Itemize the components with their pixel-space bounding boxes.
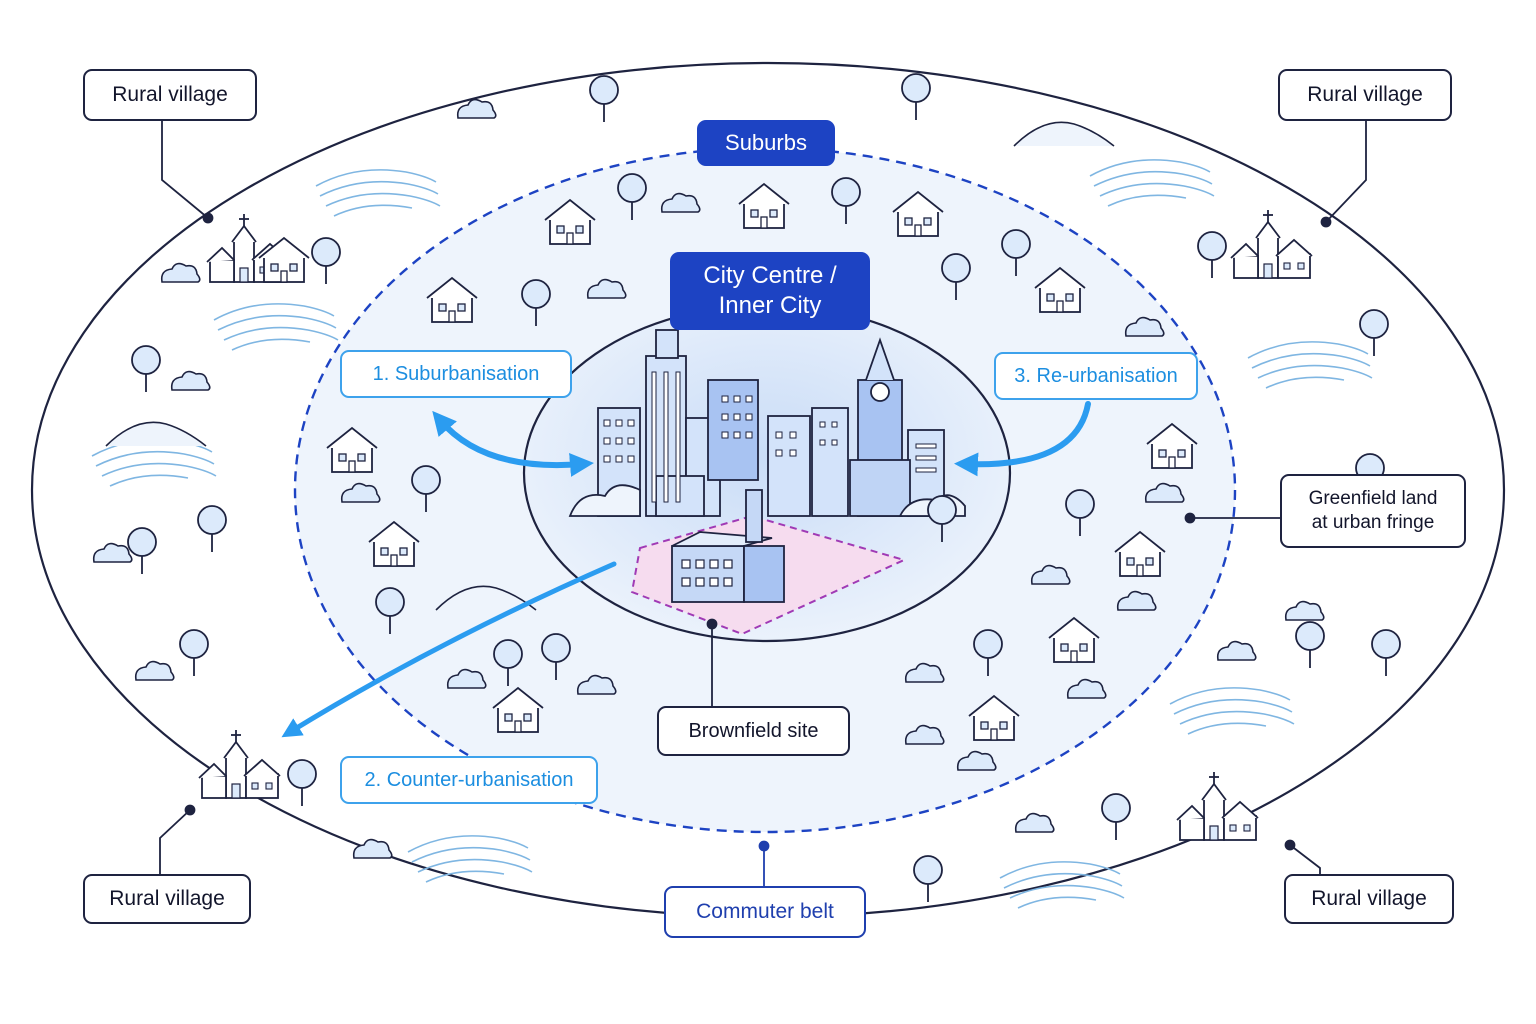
counter-urbanisation-arrow [281,561,617,738]
suburbanisation-label: 1. Suburbanisation [340,350,572,398]
label-text: Rural village [109,887,225,910]
counter-urbanisation-label: 2. Counter-urbanisation [340,756,598,804]
suburbs-label: Suburbs [697,120,835,166]
label-text: Rural village [1307,83,1423,106]
greenfield-land-label: Greenfield land at urban fringe [1280,474,1466,548]
leader-line [1325,120,1367,223]
label-text: 1. Suburbanisation [372,362,540,385]
brownfield-site-label: Brownfield site [657,706,850,756]
label-text-line-1: Greenfield land [1308,488,1438,510]
label-text: Rural village [1311,887,1427,910]
leader-line [159,809,191,875]
label-text: 2. Counter-urbanisation [364,768,574,791]
rural-village-label-top-right: Rural village [1278,69,1452,121]
commuter-belt-label: Commuter belt [664,886,866,938]
label-text-line-2: at urban fringe [1311,512,1435,533]
rural-village-label-bottom-right: Rural village [1284,874,1454,924]
leader-line [161,120,209,219]
city-centre-label: City Centre / Inner City [670,252,870,330]
suburbanisation-arrow [432,410,594,477]
factory-icon [671,489,785,603]
rural-village-label-top-left: Rural village [83,69,257,121]
label-text-line-1: City Centre / [703,262,837,289]
leader-line [1289,844,1321,875]
label-text: Commuter belt [696,900,834,923]
label-text: 3. Re-urbanisation [1014,364,1178,387]
rural-village-label-bottom-left: Rural village [83,874,251,924]
label-text: Suburbs [725,130,807,155]
re-urbanisation-label: 3. Re-urbanisation [994,352,1198,400]
label-text: Rural village [112,83,228,106]
re-urbanisation-arrow [954,401,1091,477]
label-text: Brownfield site [688,719,819,742]
label-text-line-2: Inner City [718,292,822,319]
